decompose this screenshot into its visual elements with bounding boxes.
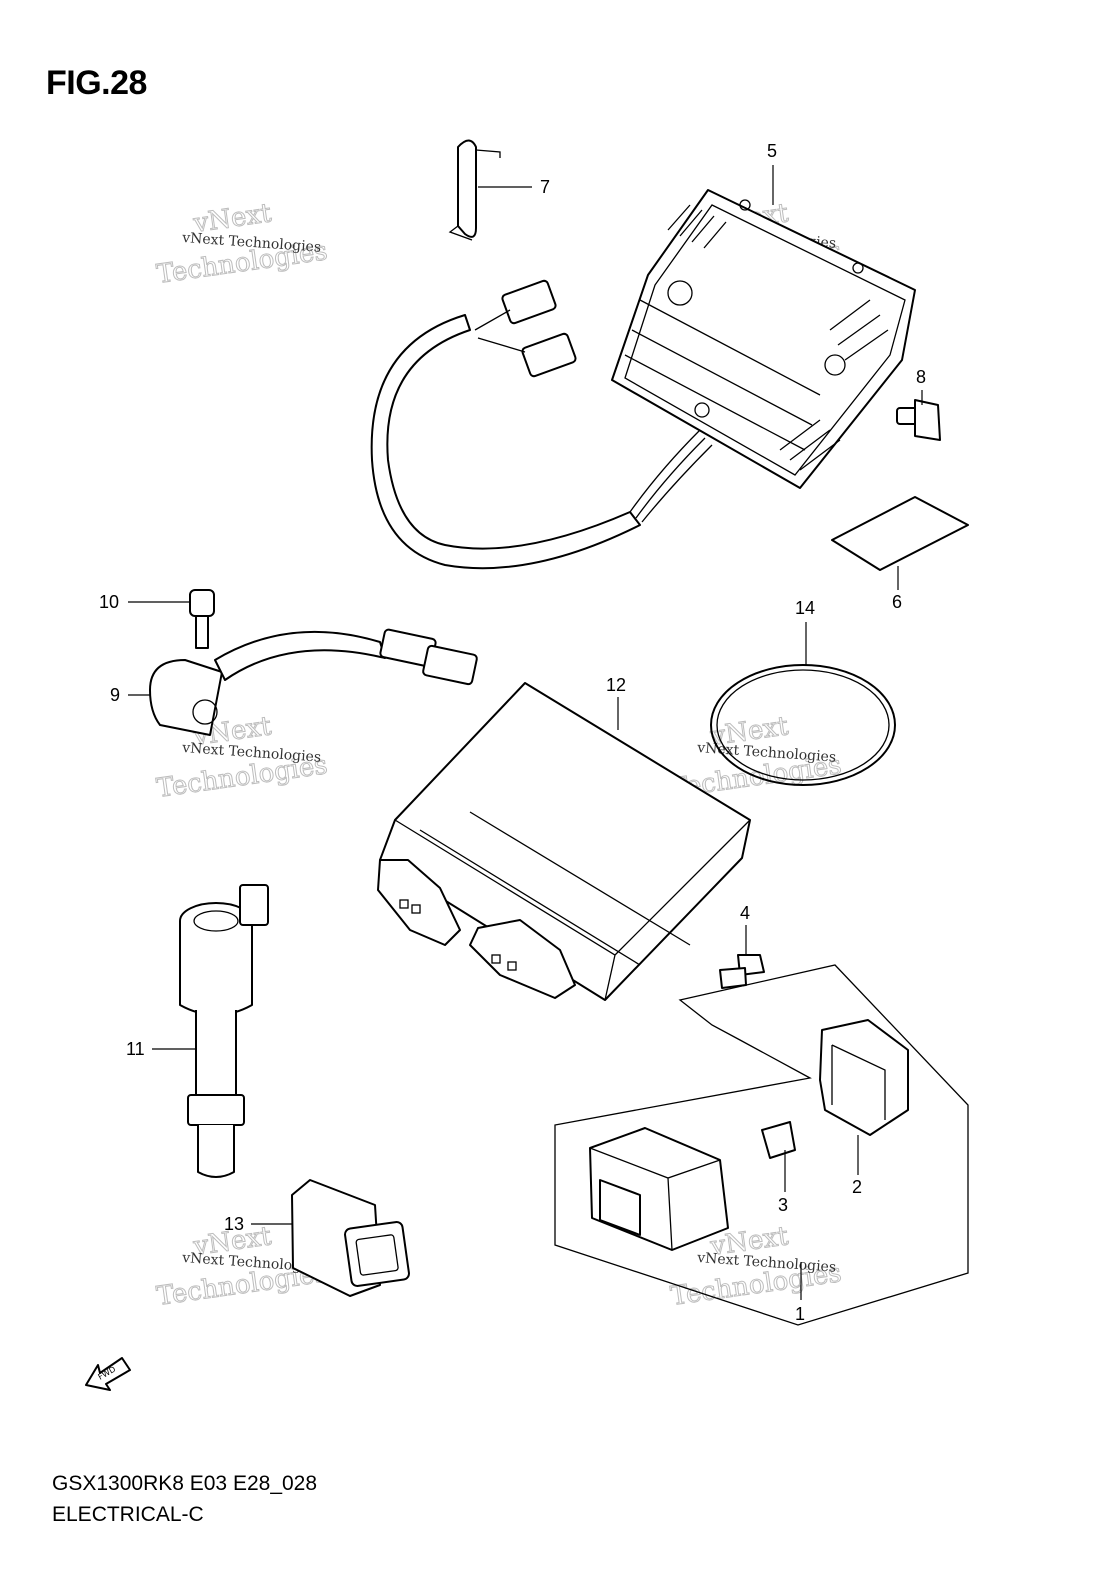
fwd-arrow-icon: FWD [85,1357,131,1391]
callout-10: 10 [99,592,190,612]
svg-text:14: 14 [795,598,815,618]
svg-text:12: 12 [606,675,626,695]
watermark-top-left: Technologies vNext vNext Technologies [154,198,330,291]
callout-14: 14 [795,598,815,666]
figure-title: FIG.28 [46,64,147,102]
svg-text:7: 7 [540,177,550,197]
callout-8: 8 [916,367,926,405]
part-11-ignition-coil [179,884,269,1178]
part-3-fuse [761,1121,796,1159]
svg-text:2: 2 [852,1177,862,1197]
callout-9: 9 [110,685,150,705]
part-12-ecm [377,682,751,1001]
part-8-bolt [896,399,941,441]
svg-text:9: 9 [110,685,120,705]
part-7-clamp [448,139,501,241]
svg-text:5: 5 [767,141,777,161]
part-9-sensor [149,628,478,736]
part-1-assembly-frame [554,964,969,1326]
svg-text:13: 13 [224,1214,244,1234]
callout-6: 6 [892,566,902,612]
svg-text:8: 8 [916,367,926,387]
svg-text:11: 11 [126,1039,145,1059]
callout-7: 7 [478,177,550,197]
part-5-regulator [611,189,916,489]
svg-text:10: 10 [99,592,119,612]
model-code-label: GSX1300RK8 E03 E28_028 [52,1472,318,1495]
callout-5: 5 [767,141,777,205]
callout-12: 12 [606,675,626,730]
callout-1: 1 [795,1262,805,1324]
part-6-pad [831,496,969,571]
part-1-relay [589,1127,729,1251]
part-4-screw [719,954,765,989]
callout-2: 2 [852,1135,862,1197]
svg-text:6: 6 [892,592,902,612]
part-2-cover [819,1019,909,1136]
part-5-harness [370,279,713,570]
svg-text:1: 1 [795,1304,805,1324]
svg-text:4: 4 [740,903,750,923]
part-13-connector [291,1179,410,1297]
section-label: ELECTRICAL-C [52,1503,204,1526]
svg-text:3: 3 [778,1195,788,1215]
callout-4: 4 [740,903,750,955]
callout-3: 3 [778,1150,788,1215]
part-10-bolt [189,589,215,649]
part-14-ring [710,664,896,786]
callout-11: 11 [126,1039,196,1059]
callout-13: 13 [224,1214,292,1234]
